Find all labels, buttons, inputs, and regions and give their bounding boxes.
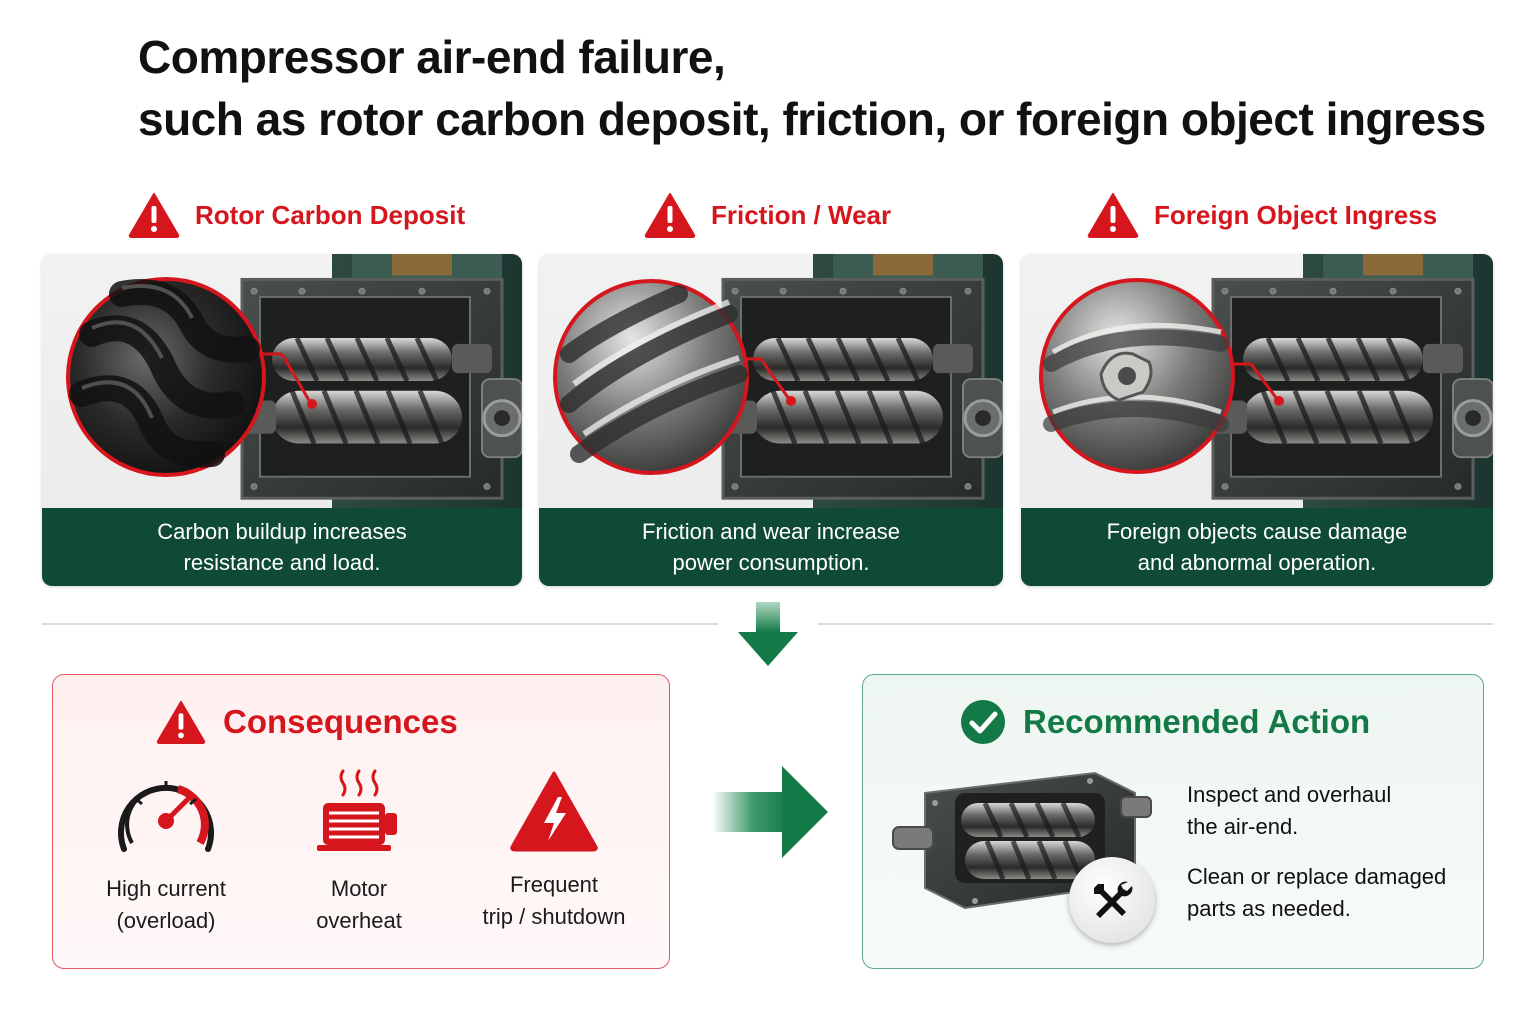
- caption-line-2: and abnormal operation.: [1137, 550, 1377, 575]
- section-divider-right: [818, 623, 1493, 625]
- right-arrow-icon: [712, 766, 828, 858]
- consequence-label-line-2: trip / shutdown: [482, 904, 626, 929]
- consequence-motor-overheat: Motor overheat: [259, 769, 459, 937]
- consequence-label-line-2: overheat: [316, 908, 402, 933]
- compressor-cutaway-image: [1039, 254, 1493, 508]
- caption-line-1: Carbon buildup increases: [157, 519, 407, 544]
- consequences-panel: Consequences High current (overload) Moto…: [52, 674, 670, 969]
- page-title-line-1: Compressor air-end failure,: [138, 31, 726, 83]
- cause-heading-foreign-object: Foreign Object Ingress: [1086, 188, 1437, 242]
- cause-heading-label: Foreign Object Ingress: [1154, 199, 1438, 230]
- cause-heading-label: Friction / Wear: [711, 199, 892, 230]
- motor-overheat-icon: [317, 769, 397, 851]
- warning-icon: [127, 191, 181, 239]
- caption-line-1: Foreign objects cause damage: [1106, 519, 1408, 544]
- compressor-cutaway-image: [553, 254, 1003, 508]
- action-line-1: Inspect and overhaul: [1187, 782, 1392, 807]
- cause-heading-label: Rotor Carbon Deposit: [195, 199, 466, 230]
- cause-caption: Foreign objects cause damage and abnormal…: [1021, 508, 1493, 586]
- section-divider-left: [42, 623, 718, 625]
- consequence-label-line-1: Frequent: [509, 872, 599, 897]
- recommended-action-panel: Recommended Action Inspect and overhaul …: [862, 674, 1484, 969]
- warning-icon: [1086, 191, 1140, 239]
- consequences-heading: Consequences: [155, 697, 458, 747]
- consequence-frequent-trip: Frequent trip / shutdown: [454, 769, 654, 933]
- action-line-2: the air-end.: [1187, 814, 1299, 839]
- consequence-label-line-2: (overload): [116, 908, 216, 933]
- cause-heading-carbon-deposit: Rotor Carbon Deposit: [127, 188, 465, 242]
- cause-card-foreign-object: Foreign objects cause damage and abnormal…: [1021, 254, 1493, 586]
- gauge-icon: [118, 781, 214, 852]
- electrical-hazard-icon: [510, 771, 598, 852]
- action-line-2: parts as needed.: [1187, 896, 1351, 921]
- action-step-clean-replace: Clean or replace damaged parts as needed…: [1187, 861, 1446, 925]
- caption-line-1: Friction and wear increase: [641, 519, 900, 544]
- page-title-line-2: such as rotor carbon deposit, friction, …: [138, 93, 1486, 145]
- action-line-1: Clean or replace damaged: [1187, 864, 1447, 889]
- check-circle-icon: [961, 700, 1005, 744]
- cause-caption: Carbon buildup increases resistance and l…: [42, 508, 522, 586]
- cause-heading-friction-wear: Friction / Wear: [643, 188, 891, 242]
- caption-line-2: power consumption.: [672, 550, 870, 575]
- recommended-title: Recommended Action: [1023, 703, 1371, 740]
- cause-caption: Friction and wear increase power consumpt…: [539, 508, 1003, 586]
- cause-card-carbon-deposit: Carbon buildup increases resistance and l…: [42, 254, 522, 586]
- recommended-heading: Recommended Action: [959, 697, 1370, 747]
- action-step-inspect: Inspect and overhaul the air-end.: [1187, 779, 1391, 843]
- warning-icon: [643, 191, 697, 239]
- down-arrow-icon: [738, 602, 798, 666]
- cause-card-friction-wear: Friction and wear increase power consumpt…: [539, 254, 1003, 586]
- caption-line-2: resistance and load.: [183, 550, 381, 575]
- consequence-high-current: High current (overload): [66, 769, 266, 937]
- tools-badge: [1069, 857, 1155, 943]
- wrench-screwdriver-icon: [1094, 881, 1133, 918]
- consequences-title: Consequences: [223, 703, 458, 740]
- compressor-cutaway-image: [66, 254, 522, 508]
- consequence-label-line-1: High current: [106, 876, 226, 901]
- consequence-label-line-1: Motor: [330, 876, 388, 901]
- warning-icon: [155, 699, 207, 745]
